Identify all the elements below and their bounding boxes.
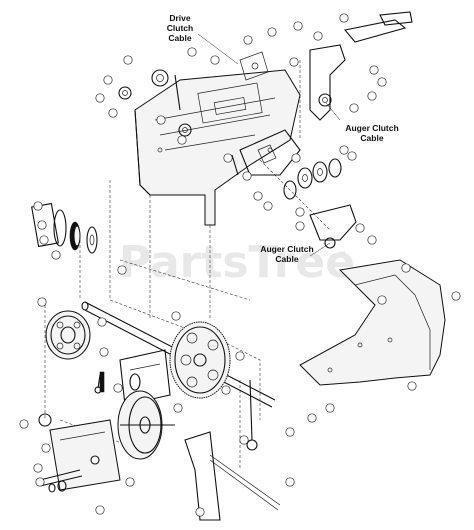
callout-bubbles: [19, 13, 461, 517]
callout-bubble: [123, 55, 133, 65]
callout-bubble: [289, 57, 299, 67]
label-line: Cable: [275, 254, 298, 264]
callout-bubble: [239, 435, 249, 445]
callout-bubble: [253, 191, 263, 201]
callout-bubble: [339, 145, 349, 155]
callout-bubble: [349, 103, 359, 113]
callout-bubble: [242, 171, 252, 181]
label-line: Cable: [168, 33, 191, 43]
callout-bubble: [235, 351, 245, 361]
label-line: Cable: [360, 133, 383, 143]
callout-bubble: [367, 235, 377, 245]
callout-bubble: [367, 91, 377, 101]
callout-bubble: [171, 311, 181, 321]
callout-bubble: [19, 419, 29, 429]
callout-bubble: [95, 505, 105, 515]
callout-bubble: [173, 403, 183, 413]
callout-bubble: [35, 477, 45, 487]
callout-bubble: [377, 295, 387, 305]
label-line: Auger Clutch: [260, 244, 313, 254]
callout-bubble: [125, 477, 135, 487]
auger-clutch-cable-label-center: Auger Clutch Cable: [260, 244, 313, 264]
label-line: Drive: [169, 13, 191, 23]
callout-bubble: [37, 220, 47, 230]
callout-bubble: [95, 93, 105, 103]
frame-assembly: [134, 69, 301, 226]
top-linkage: [118, 11, 413, 176]
callout-bubble: [37, 297, 47, 307]
callout-bubble: [313, 31, 323, 41]
callout-bubble: [41, 443, 51, 453]
watermark: PartsTree ™: [119, 237, 355, 288]
watermark-trademark: ™: [338, 251, 347, 261]
friction-wheel: [117, 390, 175, 460]
callout-bubble: [33, 201, 43, 211]
drive-clutch-cable-label: Drive Clutch Cable: [167, 13, 193, 43]
callout-bubble: [307, 413, 317, 423]
callout-bubble: [99, 347, 109, 357]
drive-gear: [169, 321, 231, 399]
callout-bubble: [103, 75, 113, 85]
hub-assembly: [31, 202, 98, 254]
callout-bubble: [401, 263, 411, 273]
callout-bubble: [221, 385, 231, 395]
callout-bubble: [39, 235, 49, 245]
drive-pulley-left: [45, 310, 91, 360]
callout-bubble: [325, 403, 335, 413]
auger-clutch-cable-label-right: Auger Clutch Cable: [345, 123, 398, 143]
callout-bubble: [267, 27, 277, 37]
callout-bubble: [195, 507, 205, 517]
callout-bubble: [339, 13, 349, 23]
callout-leaders: [197, 33, 341, 257]
callout-bubble: [97, 317, 107, 327]
callout-bubble: [285, 477, 295, 487]
callout-bubble: [347, 151, 357, 161]
callout-bubble: [210, 55, 220, 65]
watermark-text: PartsTree: [119, 237, 355, 288]
gearbox-bracket: [99, 349, 171, 406]
callout-bubble: [223, 153, 233, 163]
callout-bubble: [117, 265, 127, 275]
callout-bubble: [377, 77, 387, 87]
callout-bubble: [108, 108, 118, 118]
callout-bubble: [295, 221, 305, 231]
label-line: Auger Clutch: [345, 123, 398, 133]
callout-bubble: [263, 201, 273, 211]
callout-bubble: [407, 381, 417, 391]
pulley-stack: [283, 158, 357, 249]
callout-bubble: [369, 65, 379, 75]
shift-rod: [94, 374, 281, 521]
callout-bubble: [451, 291, 461, 301]
callout-bubble: [295, 207, 305, 217]
callout-bubble: [293, 21, 303, 31]
callout-bubble: [355, 223, 365, 233]
auger-housing: [299, 259, 446, 386]
callout-bubble: [291, 153, 301, 163]
label-line: Clutch: [167, 23, 193, 33]
callout-bubble: [33, 463, 43, 473]
callout-bubble: [187, 47, 197, 57]
callout-bubble: [243, 35, 253, 45]
callout-bubble: [113, 383, 123, 393]
lower-bracket: [38, 413, 121, 493]
callout-bubble: [177, 135, 187, 145]
callout-bubble: [156, 115, 166, 125]
callout-bubble: [285, 427, 295, 437]
callout-bubble: [51, 250, 61, 260]
